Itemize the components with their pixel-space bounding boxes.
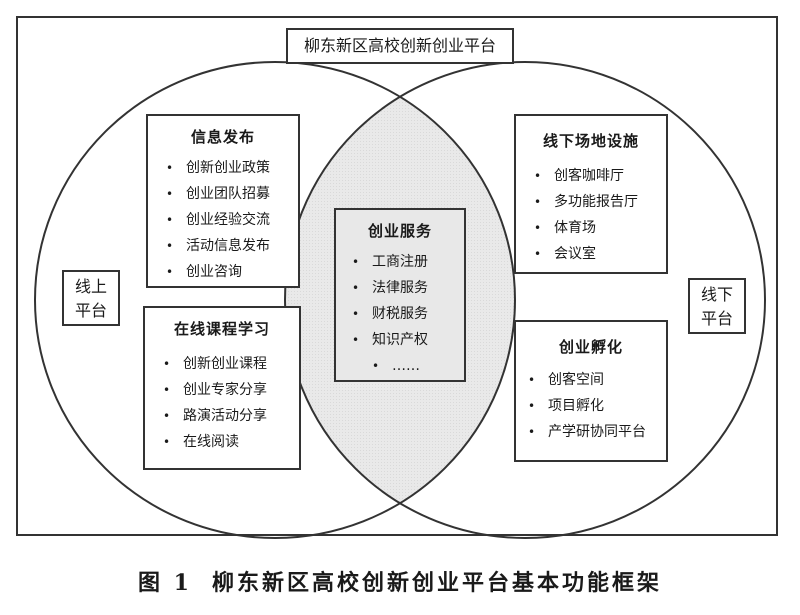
offline-circle — [284, 61, 766, 539]
list-item: 创新创业政策 — [166, 155, 298, 181]
offline-label-line2: 平台 — [700, 309, 733, 328]
list-item: 项目孵化 — [528, 393, 666, 419]
incubation-box: 创业孵化 创客空间 项目孵化 产学研协同平台 — [514, 320, 668, 462]
diagram-frame — [16, 16, 778, 536]
offline-platform-label: 线下 平台 — [688, 278, 746, 334]
figure-caption-text: 柳东新区高校创新创业平台基本功能框架 — [211, 570, 662, 596]
list-item: 创业专家分享 — [163, 377, 299, 403]
list-item: …… — [352, 353, 464, 379]
list-item: 创新创业课程 — [163, 351, 299, 377]
incubation-box-title: 创业孵化 — [558, 338, 623, 356]
platform-title: 柳东新区高校创新创业平台 — [286, 28, 514, 64]
list-item: 多功能报告厅 — [534, 189, 666, 215]
service-box-title: 创业服务 — [367, 222, 432, 240]
intersection-shading — [285, 62, 515, 538]
info-box-title: 信息发布 — [190, 128, 255, 146]
list-item: 法律服务 — [352, 275, 464, 301]
offline-label-line1: 线下 — [700, 285, 733, 304]
course-box-title: 在线课程学习 — [173, 320, 270, 338]
course-box: 在线课程学习 创新创业课程 创业专家分享 路演活动分享 在线阅读 — [143, 306, 301, 470]
list-item: 创业经验交流 — [166, 207, 298, 233]
list-item: 创客空间 — [528, 367, 666, 393]
list-item: 活动信息发布 — [166, 233, 298, 259]
list-item: 工商注册 — [352, 249, 464, 275]
list-item: 财税服务 — [352, 301, 464, 327]
venn-diagram — [34, 61, 766, 539]
list-item: 创业团队招募 — [166, 181, 298, 207]
list-item: 会议室 — [534, 241, 666, 267]
online-label-line2: 平台 — [74, 301, 107, 320]
online-circle — [34, 61, 516, 539]
figure-number: 图 1 — [138, 570, 192, 596]
online-label-line1: 线上 — [74, 277, 107, 296]
info-box: 信息发布 创新创业政策 创业团队招募 创业经验交流 活动信息发布 创业咨询 — [146, 114, 300, 288]
list-item: 体育场 — [534, 215, 666, 241]
venue-box: 线下场地设施 创客咖啡厅 多功能报告厅 体育场 会议室 — [514, 114, 668, 274]
online-platform-label: 线上 平台 — [62, 270, 120, 326]
list-item: 创客咖啡厅 — [534, 163, 666, 189]
list-item: 在线阅读 — [163, 429, 299, 455]
venue-box-title: 线下场地设施 — [542, 132, 639, 150]
figure-caption: 图 1 柳东新区高校创新创业平台基本功能框架 — [0, 565, 800, 597]
list-item: 知识产权 — [352, 327, 464, 353]
list-item: 创业咨询 — [166, 259, 298, 285]
list-item: 路演活动分享 — [163, 403, 299, 429]
service-box: 创业服务 工商注册 法律服务 财税服务 知识产权 …… — [334, 208, 466, 382]
list-item: 产学研协同平台 — [528, 419, 666, 445]
